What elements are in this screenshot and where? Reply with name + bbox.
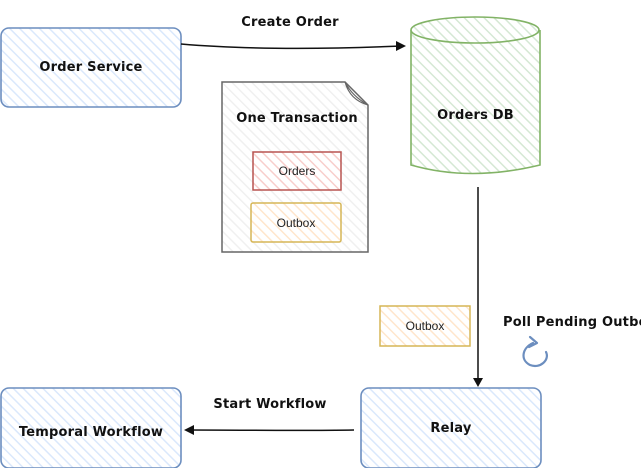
- start-workflow-arrow: [184, 425, 355, 435]
- orders-table-box[interactable]: [252, 151, 342, 191]
- order-service-label: Order Service: [39, 60, 143, 75]
- start-workflow-label: Start Workflow: [213, 396, 327, 412]
- orders-db-label: Orders DB: [437, 107, 514, 123]
- outbox-message-box[interactable]: [379, 305, 471, 347]
- order-service-box[interactable]: [0, 27, 182, 108]
- refresh-icon: [522, 335, 548, 368]
- relay-box[interactable]: [360, 387, 542, 468]
- outbox-message-label: Outbox: [405, 319, 445, 333]
- outbox-table-label: Outbox: [276, 215, 316, 230]
- temporal-workflow-label: Temporal Workflow: [18, 424, 164, 440]
- create-order-arrow: [180, 41, 406, 51]
- poll-arrow: [473, 187, 483, 387]
- orders-table-label: Orders: [278, 164, 316, 178]
- transaction-label: One Transaction: [236, 110, 358, 126]
- create-order-label: Create Order: [241, 14, 339, 30]
- poll-label: Poll Pending Outbox: [503, 315, 641, 330]
- orders-db-cylinder[interactable]: [410, 16, 541, 175]
- temporal-workflow-box[interactable]: [0, 387, 182, 468]
- relay-label: Relay: [430, 420, 472, 436]
- outbox-table-box[interactable]: [250, 202, 342, 243]
